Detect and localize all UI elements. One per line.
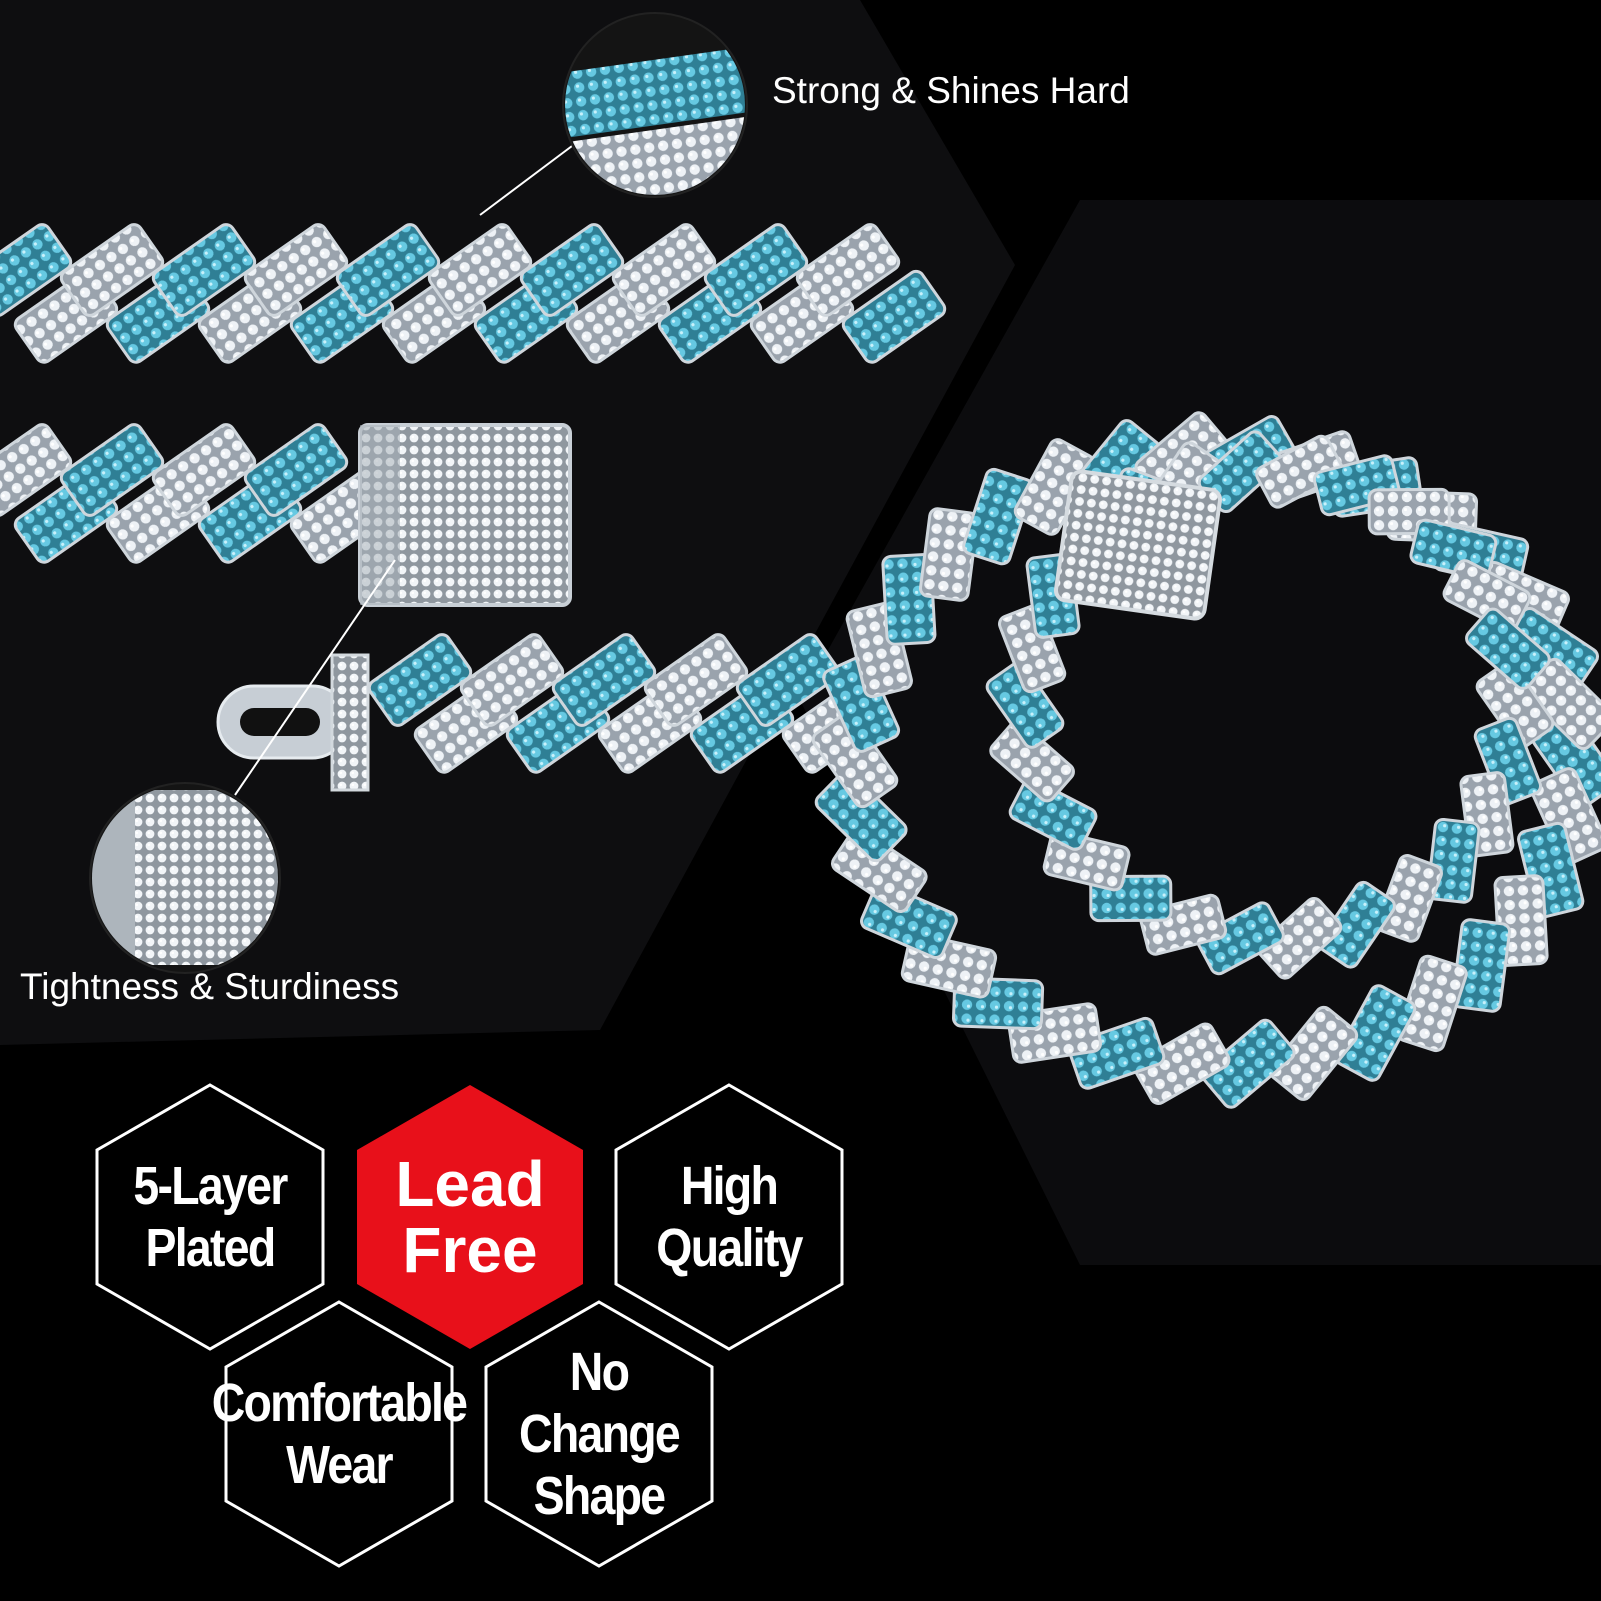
- hexagon-icon: [484, 1300, 714, 1568]
- hexagon-icon: [614, 1083, 844, 1351]
- chain-link: [998, 604, 1067, 694]
- chain-link: [151, 423, 257, 517]
- chain-link: [703, 223, 809, 317]
- chain-link: [841, 269, 947, 364]
- chain-link: [1255, 434, 1344, 509]
- chain-link: [795, 223, 901, 317]
- badge-line1: 5-Layer: [133, 1156, 288, 1216]
- chain-link: [1200, 1018, 1296, 1109]
- chain-link: [1196, 901, 1285, 976]
- chain-link: [335, 223, 441, 317]
- chain-link: [243, 223, 349, 317]
- chain-link: [735, 633, 841, 727]
- chain-link: [1317, 880, 1396, 969]
- chain-link: [427, 223, 533, 317]
- chain-link: [1475, 661, 1555, 749]
- callout-top-text: Strong & Shines Hard: [772, 70, 1130, 111]
- badge-comfortable-wear: Comfortable Wear: [212, 1300, 468, 1568]
- chain-link: [1008, 777, 1098, 851]
- chain-link: [151, 223, 257, 317]
- chain-link: [1473, 716, 1542, 806]
- chain-link: [830, 827, 928, 914]
- badge-line1: No Change: [519, 1342, 681, 1464]
- chain-link: [611, 223, 717, 317]
- chain-link: [1426, 817, 1481, 904]
- chain-link: [1256, 896, 1343, 980]
- chain-middle: [0, 423, 395, 564]
- chain-top: [0, 223, 947, 364]
- chain-link: [459, 633, 565, 727]
- chain-link: [918, 507, 979, 602]
- chain-link: [59, 423, 165, 517]
- chain-link: [0, 423, 73, 517]
- badge-line2: Free: [402, 1214, 538, 1286]
- badge-line2: Plated: [145, 1218, 276, 1278]
- chain-link: [551, 633, 657, 727]
- chain-link: [367, 633, 473, 727]
- chain-link: [1067, 1016, 1166, 1090]
- chain-link: [519, 223, 625, 317]
- badge-line1: High: [680, 1156, 779, 1216]
- chain-link: [985, 661, 1065, 749]
- badge-line2: Wear: [286, 1435, 394, 1495]
- chain-link: [243, 423, 349, 517]
- hexagon-icon: [357, 1085, 583, 1349]
- hexagon-icon: [95, 1083, 325, 1351]
- chain-link: [59, 223, 165, 317]
- chain-link: [1375, 854, 1443, 943]
- necklace-clasp: [1053, 469, 1223, 621]
- chain-link: [643, 633, 749, 727]
- badge-5-layer-plated: 5-Layer Plated: [95, 1083, 325, 1351]
- badge-lead-free: Lead Free: [355, 1083, 585, 1351]
- chain-link: [1451, 918, 1512, 1013]
- chain-link: [962, 467, 1034, 566]
- chain-link: [989, 720, 1075, 803]
- hexagon-icon: [224, 1300, 454, 1568]
- chain-link: [1465, 607, 1551, 690]
- chain-link: [0, 223, 73, 317]
- callout-bottom-text: Tightness & Sturdiness: [20, 966, 400, 1007]
- badge-line1: Comfortable: [211, 1373, 468, 1433]
- badge-high-quality: High Quality: [614, 1083, 844, 1351]
- badge-line1: Lead: [395, 1148, 545, 1220]
- badge-line2: Shape: [533, 1466, 666, 1526]
- chain-link: [1396, 954, 1468, 1053]
- chain-link: [1268, 1005, 1359, 1101]
- badge-no-change-shape: No Change Shape: [484, 1300, 714, 1568]
- chain-link: [1334, 984, 1417, 1082]
- chain-link: [1442, 559, 1532, 633]
- badge-line2: Quality: [656, 1218, 803, 1278]
- chain-link: [1133, 1022, 1231, 1105]
